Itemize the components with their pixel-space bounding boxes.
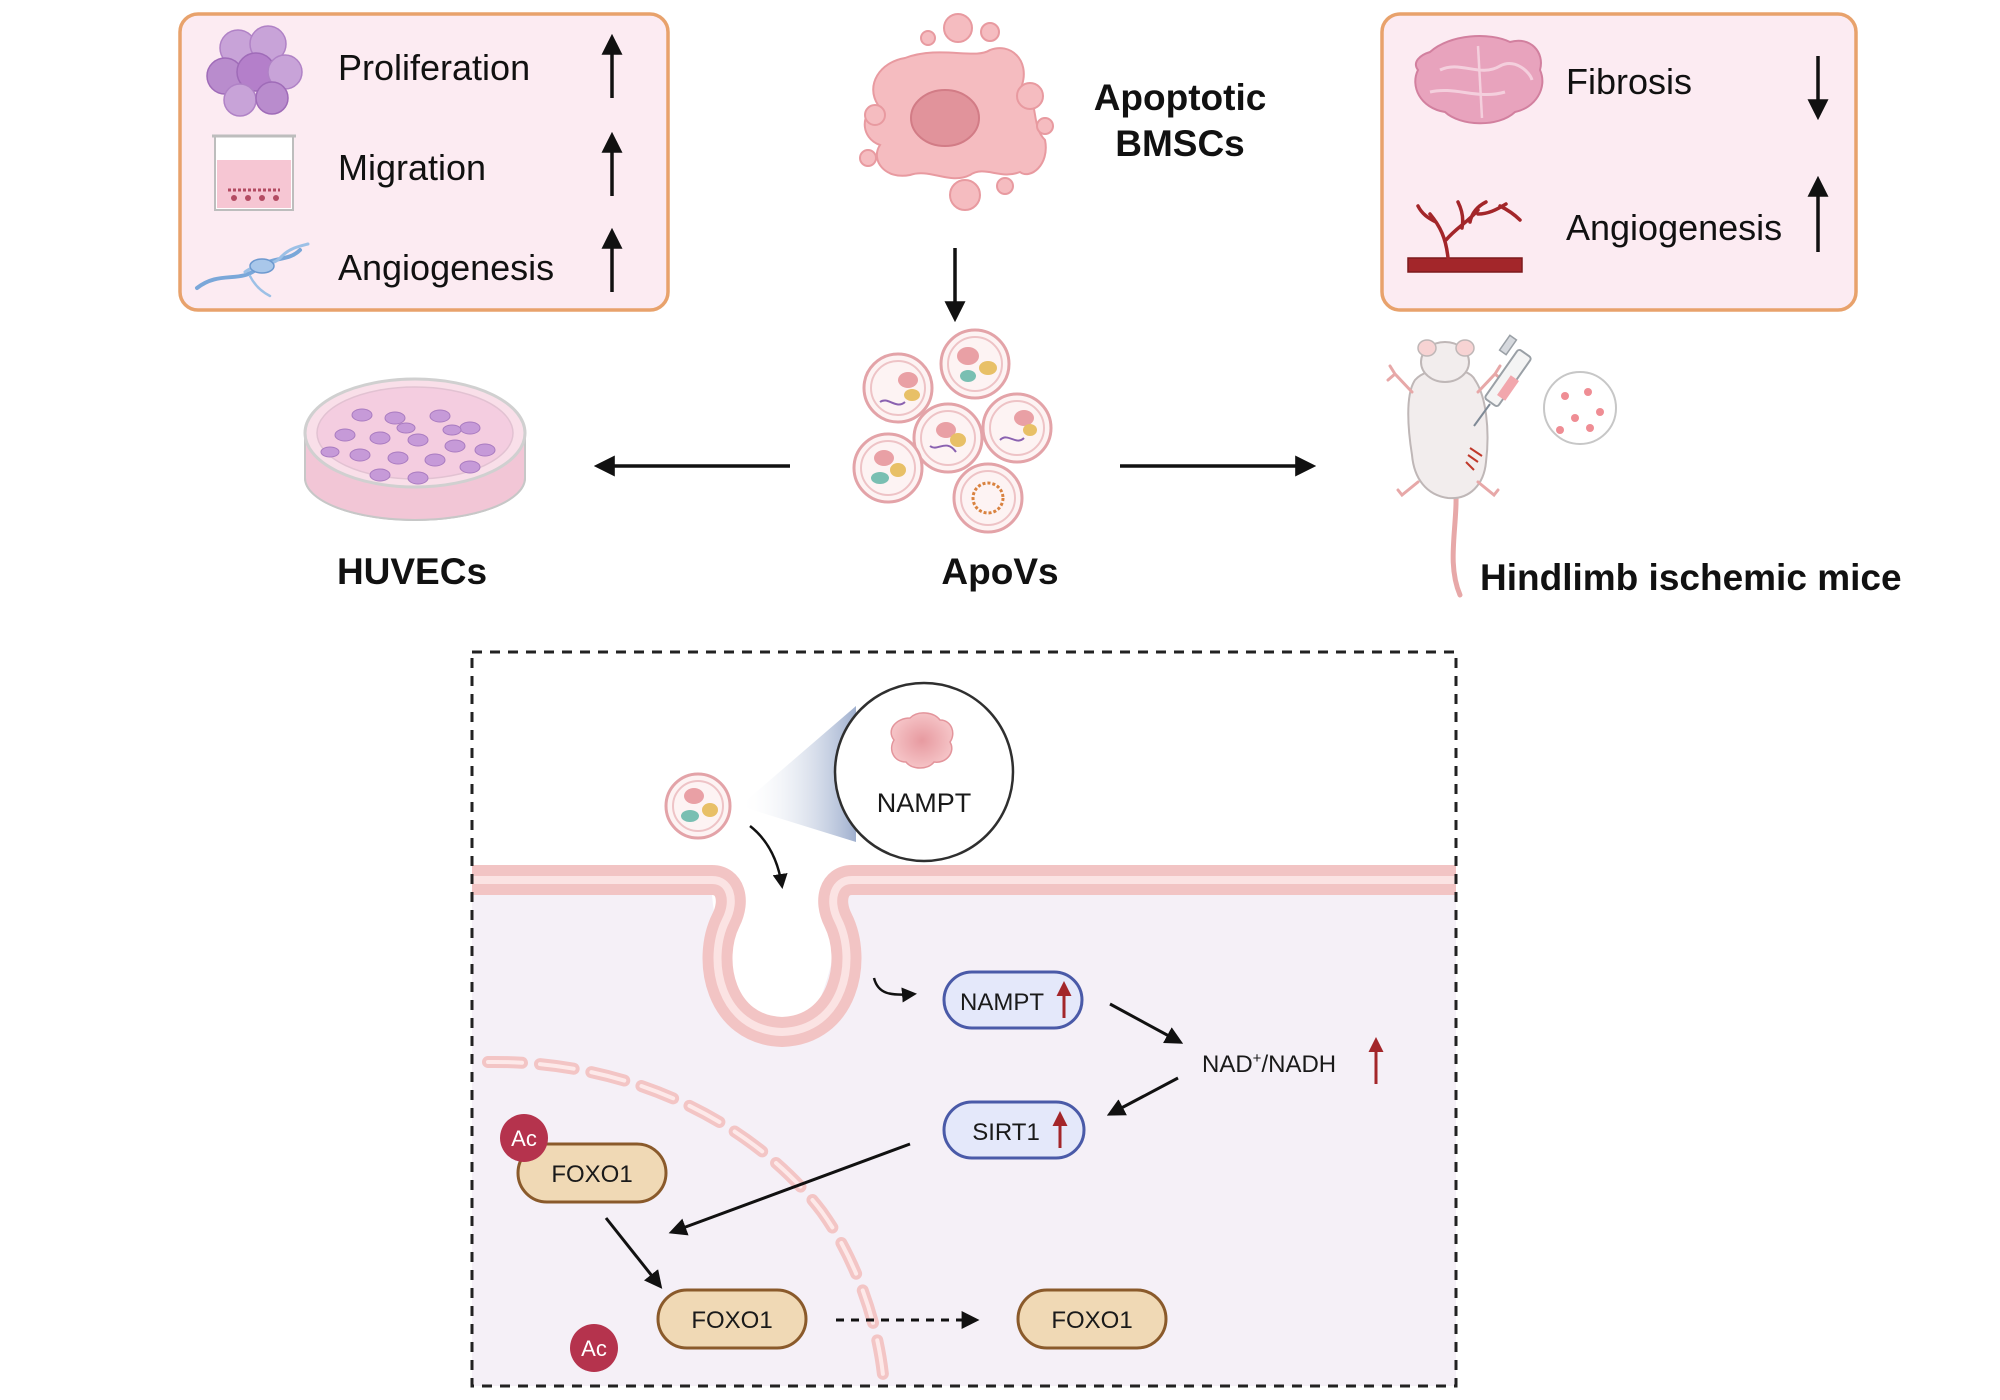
cell-cluster-icon: [206, 25, 303, 117]
cell-membrane: [472, 865, 1456, 1048]
acetyl-badge-label: Ac: [511, 1126, 537, 1151]
nad-ratio-label: NAD+/NADH: [1202, 1050, 1336, 1078]
effect-label-proliferation: Proliferation: [338, 47, 530, 88]
in-vivo-model-label: Hindlimb ischemic mice: [1480, 557, 1902, 598]
arrow-uptake: [749, 825, 788, 889]
apoptotic-cell-icon: [859, 13, 1054, 211]
arrow-sirt1-to-foxo1: [668, 1142, 911, 1236]
syringe-icon: [1473, 334, 1532, 427]
foxo1-deacetylated-label: FOXO1: [691, 1307, 772, 1334]
nampt-node-label: NAMPT: [960, 989, 1044, 1016]
foxo1-nuclear-node: FOXO1: [1016, 1288, 1168, 1350]
source-cell-label-line1: Apoptotic: [1094, 77, 1267, 118]
arrow-nampt-to-nad: [1109, 1002, 1184, 1044]
foxo1-nuclear-label: FOXO1: [1051, 1307, 1132, 1334]
sirt1-node: SIRT1: [942, 1100, 1086, 1160]
apoptotic-vesicles-icon: [852, 328, 1053, 534]
mouse-icon: [1386, 339, 1504, 598]
in-vivo-effects-panel: Fibrosis Angiogenesis: [1380, 12, 1858, 312]
tissue-section-icon: [1414, 35, 1544, 125]
vesicle: [862, 352, 934, 424]
mechanism-panel: NAMPT NAMPT NAD+/NADH SIRT1: [470, 650, 1458, 1392]
effect-label-migration: Migration: [338, 147, 486, 188]
cargo-label: NAMPT: [877, 788, 972, 818]
vesicles-label: ApoVs: [941, 551, 1058, 592]
in-vitro-effects-panel: Proliferation Migration Angiogenesis: [178, 12, 670, 312]
arrow-deacetylation: [604, 1217, 663, 1289]
in-vitro-model-label: HUVECs: [337, 551, 487, 592]
foxo1-acetylated-label: FOXO1: [551, 1161, 632, 1188]
effect-label-angiogenesis: Angiogenesis: [338, 247, 554, 288]
vesicle: [912, 402, 984, 474]
petri-dish-icon: [303, 377, 527, 521]
vesicle: [952, 462, 1024, 534]
apoptotic-vesicle: [664, 772, 732, 840]
effect-label-angiogenesis-in-vivo: Angiogenesis: [1566, 207, 1782, 248]
nampt-cargo-inset: NAMPT: [833, 681, 1015, 863]
foxo1-deacetylated-node: FOXO1: [656, 1288, 808, 1350]
acetyl-badge: Ac: [500, 1114, 548, 1162]
acetyl-badge: Ac: [570, 1324, 618, 1372]
foxo1-acetylated-node: FOXO1: [516, 1142, 668, 1204]
nampt-node: NAMPT: [942, 970, 1084, 1030]
zoom-cone: [740, 706, 856, 842]
blood-vessel-icon: [1407, 200, 1523, 273]
sirt1-node-label: SIRT1: [972, 1119, 1040, 1146]
source-cell-label-line2: BMSCs: [1115, 123, 1245, 164]
arrow-nad-to-sirt1: [1106, 1076, 1179, 1116]
vesicle: [981, 392, 1053, 464]
nad-ratio: NAD+/NADH: [1202, 1037, 1384, 1084]
nuclear-envelope: [482, 1055, 890, 1392]
effect-label-fibrosis: Fibrosis: [1566, 61, 1692, 102]
endothelial-cell-icon: [195, 242, 310, 298]
vesicle: [939, 328, 1011, 400]
transwell-icon: [212, 134, 296, 211]
vesicle: [852, 432, 924, 504]
arrow-release: [872, 977, 917, 1003]
acetyl-badge-label: Ac: [581, 1336, 607, 1361]
injected-vesicles-inset: [1543, 371, 1617, 445]
